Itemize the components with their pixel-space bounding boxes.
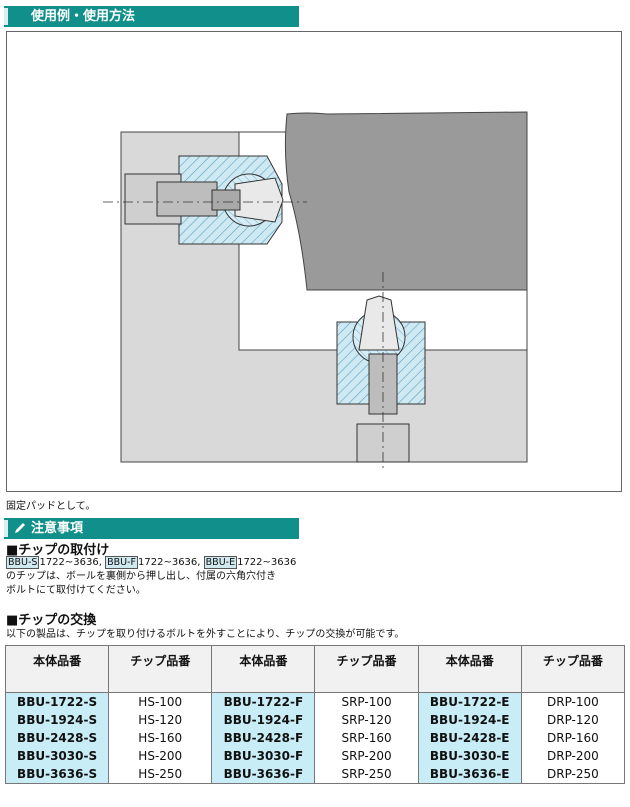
section-header-title: 使用例・使用方法	[31, 9, 136, 24]
column-header: 本体品番	[417, 645, 522, 693]
body-part-number: BBU-3636-E	[417, 765, 522, 784]
chip-part-number-table: 本体品番 チップ品番 本体品番 チップ品番 本体品番 チップ品番 BBU-172…	[4, 645, 626, 784]
model-range: 1722~3636	[237, 557, 297, 568]
body-part-number: BBU-3030-E	[417, 747, 522, 765]
column-header: チップ品番	[108, 645, 213, 693]
subheading-chip-mounting: ■チップの取付け	[6, 543, 110, 558]
chip-part-number: HS-200	[108, 747, 213, 765]
chip-part-number: DRP-100	[520, 692, 626, 711]
body-part-number: BBU-3636-F	[211, 765, 316, 784]
chip-part-number: HS-100	[108, 692, 213, 711]
column-header: 本体品番	[4, 645, 110, 693]
table-header-row: 本体品番 チップ品番 本体品番 チップ品番 本体品番 チップ品番	[4, 645, 626, 693]
body-part-number: BBU-2428-F	[211, 729, 316, 747]
chip-replacement-text: 以下の製品は、チップを取り付けるボルトを外すことにより、チップの交換が可能です。	[6, 629, 405, 640]
chip-part-number: HS-160	[108, 729, 213, 747]
model-tag: BBU-F	[105, 556, 138, 569]
body-part-number: BBU-3030-F	[211, 747, 316, 765]
body-part-number: BBU-2428-S	[4, 729, 110, 747]
body-part-number: BBU-1722-S	[4, 692, 110, 711]
column-header: 本体品番	[211, 645, 316, 693]
body-part-number: BBU-1924-S	[4, 711, 110, 729]
chip-part-number: DRP-200	[520, 747, 626, 765]
body-part-number: BBU-3030-S	[4, 747, 110, 765]
chip-part-number: DRP-160	[520, 729, 626, 747]
table-row: BBU-3030-S HS-200 BBU-3030-F SRP-200 BBU…	[4, 747, 626, 765]
section-header-usage: 使用例・使用方法	[4, 6, 299, 27]
column-header: チップ品番	[520, 645, 626, 693]
chip-part-number: SRP-250	[314, 765, 419, 784]
section-header-notes: 注意事項	[4, 518, 299, 539]
section-header-title: 注意事項	[31, 521, 84, 536]
chip-part-number: SRP-100	[314, 692, 419, 711]
chip-mounting-line-3: ボルトにて取付けてください。	[6, 585, 146, 596]
chip-mounting-line-2: のチップは、ボールを裏側から押し出し、付属の六角穴付き	[6, 571, 276, 582]
model-range: 1722~3636,	[138, 557, 201, 568]
table-row: BBU-1722-S HS-100 BBU-1722-F SRP-100 BBU…	[4, 692, 626, 711]
model-tag: BBU-E	[203, 556, 238, 569]
body-part-number: BBU-1722-E	[417, 692, 522, 711]
body-part-number: BBU-3636-S	[4, 765, 110, 784]
subheading-chip-replacement: ■チップの交換	[6, 613, 97, 628]
chip-part-number: SRP-120	[314, 711, 419, 729]
usage-diagram	[6, 31, 622, 492]
table-row: BBU-3636-S HS-250 BBU-3636-F SRP-250 BBU…	[4, 765, 626, 784]
chip-part-number: DRP-120	[520, 711, 626, 729]
table-row: BBU-1924-S HS-120 BBU-1924-F SRP-120 BBU…	[4, 711, 626, 729]
table-row: BBU-2428-S HS-160 BBU-2428-F SRP-160 BBU…	[4, 729, 626, 747]
chip-part-number: SRP-160	[314, 729, 419, 747]
pencil-icon	[15, 523, 25, 533]
body-part-number: BBU-2428-E	[417, 729, 522, 747]
body-part-number: BBU-1924-E	[417, 711, 522, 729]
chip-part-number: HS-250	[108, 765, 213, 784]
figure-caption: 固定パッドとして。	[6, 501, 96, 512]
body-part-number: BBU-1924-F	[211, 711, 316, 729]
header-accent-bar	[4, 8, 8, 25]
column-header: チップ品番	[314, 645, 419, 693]
chip-part-number: SRP-200	[314, 747, 419, 765]
chip-part-number: DRP-250	[520, 765, 626, 784]
body-part-number: BBU-1722-F	[211, 692, 316, 711]
model-range: 1722~3636,	[39, 557, 102, 568]
chip-part-number: HS-120	[108, 711, 213, 729]
header-accent-bar	[4, 520, 8, 537]
model-tag: BBU-S	[6, 556, 40, 569]
